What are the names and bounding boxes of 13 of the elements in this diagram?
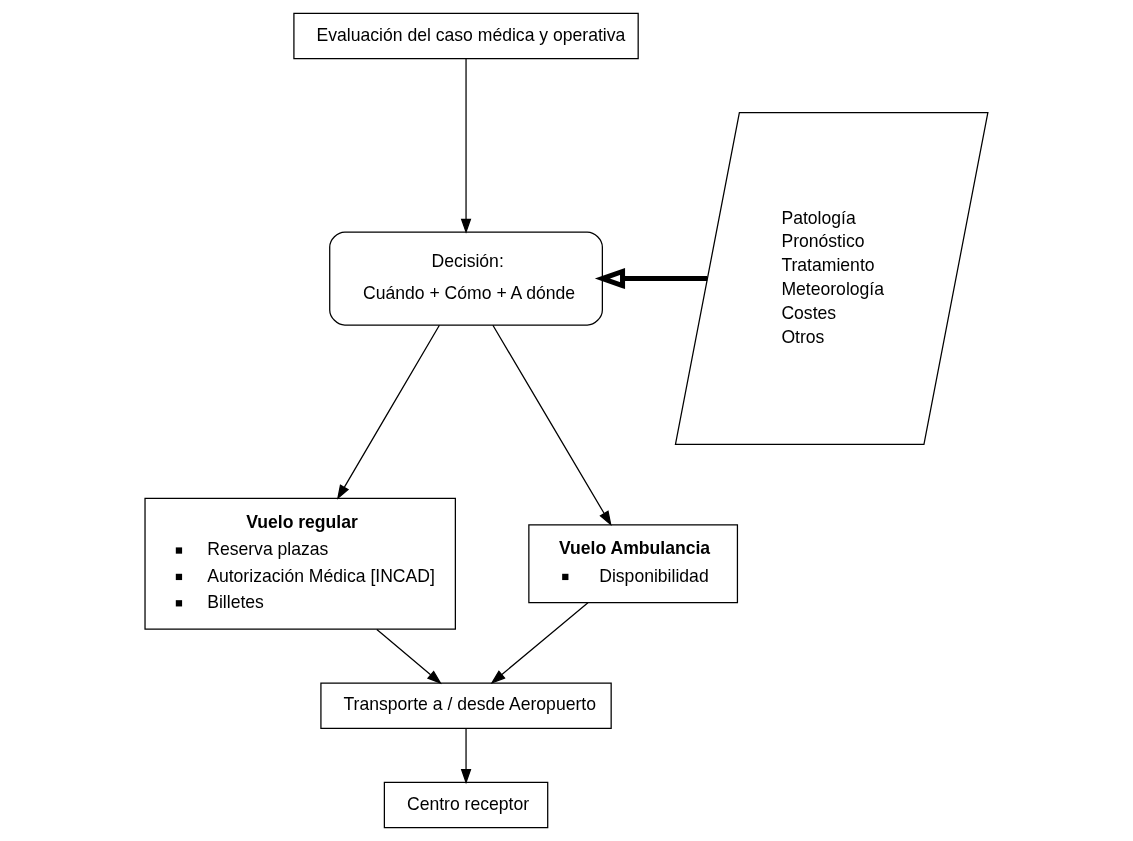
- arrow: [594, 267, 708, 290]
- arrow: [492, 324, 612, 527]
- arrow: [490, 602, 589, 684]
- node-box: Centro receptor: [383, 781, 549, 829]
- arrow: [336, 324, 440, 500]
- node-box: Evaluación del caso médica y operativa: [293, 12, 639, 60]
- node-box: Transporte a / desde Aeropuerto: [320, 682, 612, 729]
- node-box: Vuelo Ambulancia Disponibilidad: [528, 524, 739, 604]
- node-box: Vuelo regular Reserva plazas Autorización Médica [INCAD] Billetes: [144, 497, 456, 630]
- arrow: [376, 628, 442, 685]
- arrow: [460, 727, 472, 785]
- node-box: Decisión: Cuándo + Cómo + A dónde: [329, 231, 603, 326]
- arrow: [460, 58, 472, 234]
